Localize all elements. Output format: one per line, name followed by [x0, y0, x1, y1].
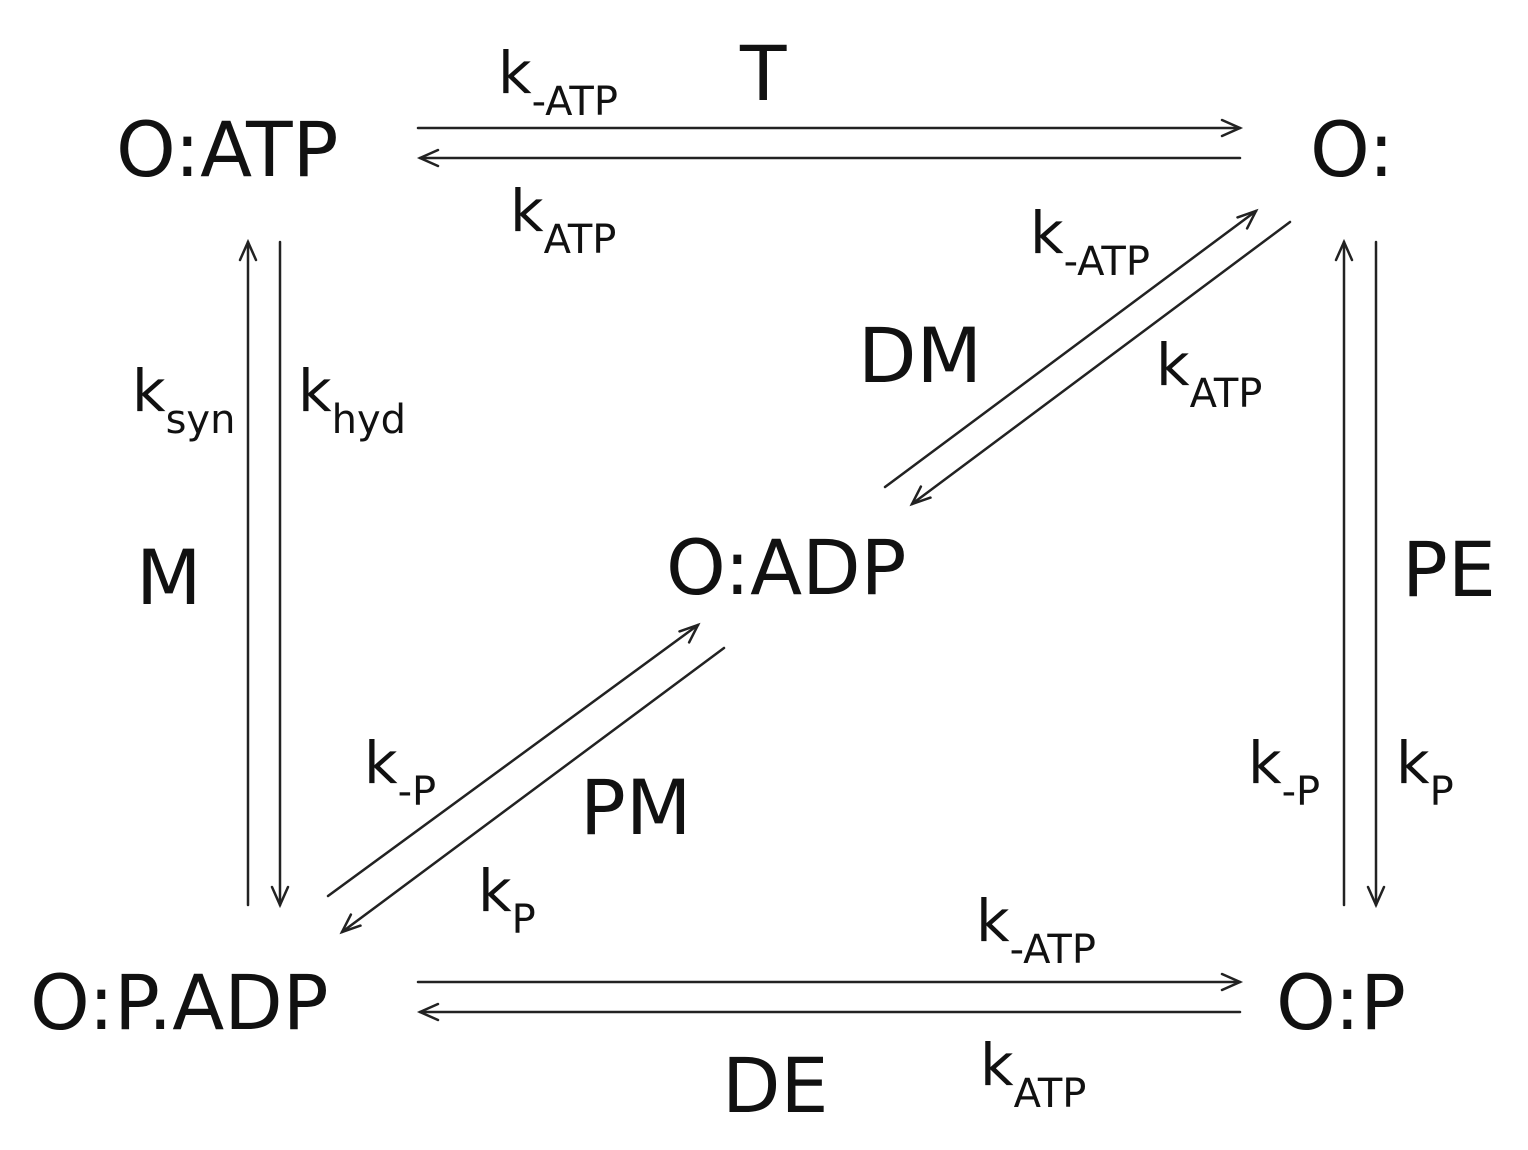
state-o-p: O:P: [1276, 958, 1406, 1047]
state-o: O:: [1310, 105, 1395, 194]
process-label-dm: DM: [858, 311, 983, 400]
rate-dm-forward: k-ATP: [1030, 199, 1150, 285]
process-label-t: T: [740, 29, 787, 118]
arrow-dm-reverse: [909, 220, 1292, 507]
rate-pm-forward: k-P: [364, 729, 437, 815]
rate-pm-reverse: kP: [478, 857, 536, 943]
arrow-dm-forward: [883, 208, 1259, 489]
rate-left-down: khyd: [298, 357, 407, 443]
arrow-bottom-reverse: [416, 1002, 1242, 1022]
arrow-bottom-forward: [416, 972, 1244, 992]
rate-left-up: ksyn: [132, 357, 236, 443]
rate-top-forward: k-ATP: [498, 39, 618, 125]
rate-bottom-forward: k-ATP: [976, 887, 1096, 973]
rate-bottom-reverse: kATP: [980, 1031, 1087, 1117]
process-label-m: M: [136, 533, 202, 622]
state-o-atp: O:ATP: [116, 105, 339, 194]
process-label-pm: PM: [580, 763, 692, 852]
state-o-p-adp: O:P.ADP: [30, 958, 329, 1047]
rate-top-reverse: kATP: [510, 177, 617, 263]
arrow-left-down: [270, 240, 290, 909]
arrow-right-down: [1366, 240, 1386, 909]
rate-right-up: k-P: [1248, 729, 1321, 815]
rate-dm-reverse: kATP: [1156, 331, 1263, 417]
process-label-pe: PE: [1402, 525, 1496, 614]
arrow-top-reverse: [416, 148, 1242, 168]
state-o-adp: O:ADP: [666, 523, 907, 612]
arrow-pm-forward: [326, 622, 701, 898]
process-label-de: DE: [722, 1041, 829, 1130]
arrow-pm-reverse: [339, 646, 726, 935]
rate-right-down: kP: [1396, 729, 1454, 815]
arrow-right-up: [1334, 238, 1354, 907]
arrow-left-up: [238, 238, 258, 907]
arrow-top-forward: [416, 118, 1244, 138]
